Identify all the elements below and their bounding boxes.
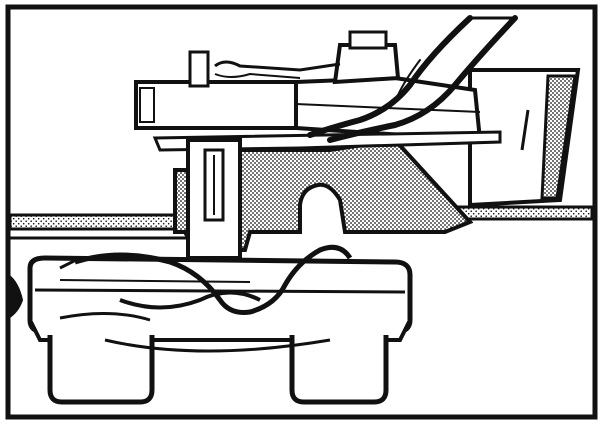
rear-housing — [468, 68, 581, 208]
stippled-bracket — [173, 137, 474, 252]
chassis-plate — [8, 205, 594, 240]
lead-wires — [307, 15, 518, 143]
foot-left — [47, 335, 155, 405]
mount-housing — [186, 138, 242, 260]
cable-stub — [7, 273, 24, 320]
foot-bridge — [104, 338, 331, 353]
base-assembly — [27, 244, 413, 342]
foot-right — [289, 335, 389, 405]
